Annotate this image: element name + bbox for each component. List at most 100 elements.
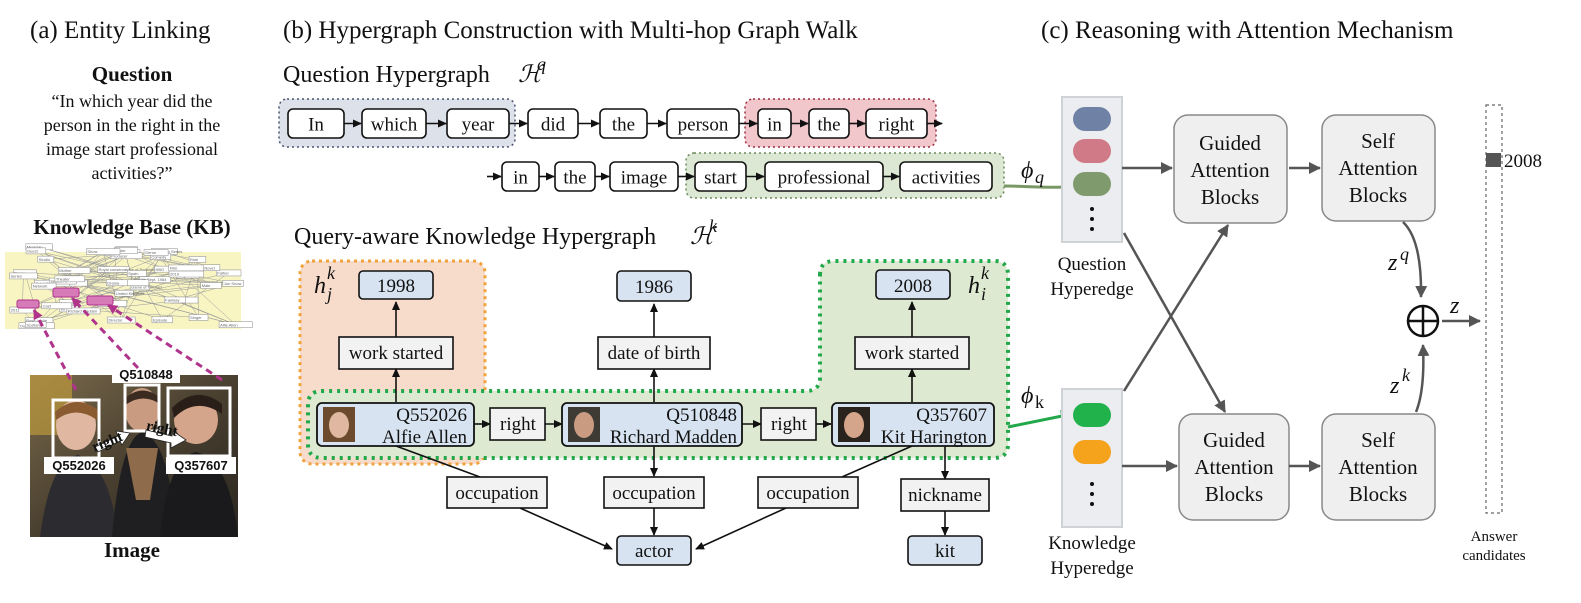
occupation-node — [446, 476, 548, 509]
kb-node — [215, 269, 242, 277]
hj-base: h — [314, 273, 326, 299]
zq-sup: q — [1400, 244, 1409, 264]
relation-node-right — [489, 407, 546, 441]
knowledge-pill — [1073, 440, 1111, 464]
relation-nodes: work started date of birth work started … — [338, 336, 990, 512]
kit-node — [907, 535, 983, 566]
token-label: which — [371, 115, 418, 136]
image-label-middle: Q510848 — [119, 367, 173, 382]
entity-node-alfie: Q552026 Alfie Allen — [316, 402, 475, 448]
phi-k-symbol: ϕ — [1021, 383, 1033, 409]
edge — [519, 507, 613, 550]
token-label: in — [513, 168, 528, 189]
entity-node-richard: Q510848 Richard Madden — [561, 402, 743, 448]
kb-node-label: Episode — [153, 317, 168, 322]
ellipsis-dot — [1090, 492, 1094, 496]
token-label: professional — [778, 168, 871, 189]
answer-caption: Answer — [1471, 529, 1518, 545]
kb-node-label: Guest — [27, 248, 39, 253]
block-label: Blocks — [1201, 185, 1259, 209]
kb-node — [37, 255, 55, 263]
entity-nodes: Q552026 Alfie Allen Q510848 Richard Madd… — [316, 402, 995, 448]
entity-id: Q357607 — [916, 405, 987, 426]
entity-id: Q510848 — [666, 405, 737, 426]
occupation-label: occupation — [455, 483, 539, 504]
hi-sub: i — [981, 284, 986, 304]
kb-node-label: Producer — [111, 253, 128, 258]
hair-right — [172, 394, 222, 418]
image-label-right: Q357607 — [174, 458, 228, 473]
occupation-node — [757, 476, 859, 509]
year-node-label: 1986 — [635, 277, 673, 298]
entity-name: Alfie Allen — [382, 427, 467, 448]
attention-blocks: Guided Attention Blocks Self Attention B… — [1173, 114, 1436, 521]
nickname-node — [900, 478, 990, 512]
token-node — [899, 161, 993, 192]
occupation-label: occupation — [766, 483, 850, 504]
kb-node — [188, 314, 209, 321]
entity-node-kit: Q357607 Kit Harington — [831, 402, 995, 448]
question-hypergraph-label: Question Hypergraph — [283, 62, 490, 88]
kb-edge — [174, 299, 236, 325]
hi-sup: k — [981, 263, 990, 283]
kb-node-label: Network — [33, 284, 48, 289]
answer-value: 2008 — [1504, 151, 1542, 172]
relation-node — [597, 336, 711, 370]
kb-node-label: Studio — [39, 257, 51, 262]
kb-node-label: Musician — [27, 244, 43, 249]
right-arrow-2 — [144, 429, 187, 449]
kb-node — [151, 316, 173, 324]
kb-node — [127, 270, 147, 277]
body-left — [40, 455, 118, 537]
bbox-right — [166, 386, 232, 458]
kb-node-label: Fantasy — [165, 298, 179, 303]
hj-label: h k j — [314, 263, 336, 304]
kb-node — [114, 289, 134, 297]
hq-symbol: ℋ — [518, 62, 545, 88]
section-a-title: (a) Entity Linking — [30, 17, 211, 44]
image-photo: Q552026 Q510848 Q357607 right right — [30, 366, 238, 537]
question-heading: Question — [92, 62, 173, 86]
kb-entity-node — [86, 295, 114, 306]
kb-node — [31, 282, 57, 290]
relation-node — [338, 336, 454, 370]
phi-q-symbol: ϕ — [1021, 158, 1033, 184]
relation-label: right — [771, 414, 808, 435]
kb-node-label: Sister — [115, 248, 126, 253]
zq-arrow — [1402, 221, 1428, 298]
kb-node — [107, 316, 136, 324]
hk-symbol: ℋ — [690, 224, 717, 250]
zq-label: z q — [1387, 244, 1409, 276]
self-attention-block-q — [1321, 114, 1436, 222]
hi-base: h — [968, 273, 980, 299]
bbox-middle — [123, 383, 161, 433]
kb-node-label: Comedy — [151, 254, 166, 259]
hk-superscript: k — [709, 216, 718, 236]
section-b-title: (b) Hypergraph Construction with Multi-h… — [283, 17, 858, 44]
kb-node-label: Theater — [56, 276, 70, 281]
kb-node-label: 2011 — [11, 308, 20, 313]
answer-candidates-bar — [1485, 104, 1503, 514]
ellipsis-dot — [1090, 482, 1094, 486]
block-label: Blocks — [1205, 482, 1263, 506]
kb-node-label: Director — [108, 318, 123, 323]
year-node — [616, 270, 692, 302]
year-node — [875, 269, 951, 300]
hq-superscript: q — [537, 54, 546, 74]
thumbnail-face — [844, 412, 864, 438]
kb-node-label: Role — [190, 257, 199, 262]
kb-node-label: Show — [87, 249, 97, 254]
question-hypergraph-title: Question Hypergraph ℋ q — [283, 54, 546, 88]
ellipsis-dot — [1090, 502, 1094, 506]
block-label: Self — [1361, 428, 1395, 452]
edge — [695, 507, 787, 550]
question-hyperedge-panel — [1061, 96, 1123, 243]
question-pill — [1073, 172, 1111, 196]
knowledge-pill — [1073, 403, 1111, 427]
cross-arrow — [1122, 224, 1230, 392]
zq-base: z — [1387, 250, 1398, 276]
